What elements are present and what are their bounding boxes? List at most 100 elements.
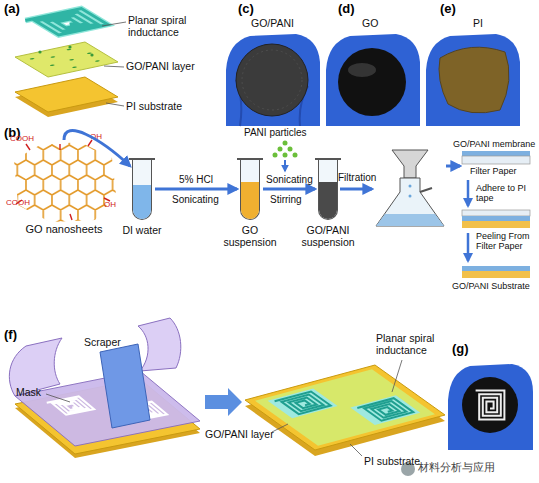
- tube-lip: [237, 158, 263, 160]
- panel-letter: (f): [4, 328, 17, 343]
- glove: [426, 34, 520, 126]
- glove: [226, 34, 320, 126]
- device-disk: [462, 377, 518, 433]
- pani-dot: [293, 153, 298, 158]
- pani-dot: [71, 66, 77, 68]
- pani-dot: [273, 153, 278, 158]
- go-pani-disk: [236, 44, 308, 116]
- spiral-track: [275, 392, 331, 416]
- cutout-track: [47, 396, 94, 415]
- layer-stacks: [462, 151, 530, 278]
- pani-dot: [49, 64, 55, 66]
- panel-letter: (c): [238, 2, 254, 17]
- step-arrow: [467, 233, 470, 261]
- go-pani-layer: [15, 42, 118, 77]
- panel-letter: (e): [440, 2, 456, 17]
- go-pani-film: [255, 369, 435, 446]
- annotation: Sonicating: [172, 194, 219, 206]
- mask-curl: [138, 318, 181, 371]
- pi-tape-layer: [462, 271, 530, 278]
- printed-spiral: [268, 389, 338, 419]
- flask-body: [376, 178, 444, 226]
- disk-texture: [242, 50, 302, 110]
- photo-bg: [426, 16, 520, 126]
- pani-particles: [273, 141, 298, 172]
- panel-letter: (g): [452, 342, 469, 357]
- side-arm: [420, 188, 432, 192]
- flow-arrow: [64, 131, 130, 166]
- annotation: OH: [104, 200, 116, 209]
- annotation: COOH: [6, 198, 30, 207]
- node-label: DI water: [109, 224, 175, 236]
- pani-dot: [90, 53, 93, 56]
- glove: [448, 364, 533, 450]
- panel-letter: (a): [4, 2, 20, 17]
- leader-line: [104, 66, 124, 67]
- drop: [409, 185, 412, 188]
- annotation: PI substrate: [126, 100, 182, 112]
- tube-lip: [129, 158, 155, 160]
- leader-line: [46, 394, 70, 402]
- pani-dot: [94, 60, 100, 62]
- spiral-pad: [268, 389, 338, 419]
- filter-paper-layer: [462, 156, 530, 164]
- annotation: GO/PANI: [251, 17, 294, 29]
- scraper: [100, 344, 150, 428]
- leader-line: [106, 103, 124, 106]
- nanosheet-group: GO nanosheets: [8, 140, 120, 236]
- flow-arrow: [263, 188, 315, 191]
- printed-plate: [245, 365, 445, 450]
- node-label: GO suspension: [217, 224, 283, 248]
- annotation: OH: [90, 132, 102, 141]
- photo-c: [226, 16, 320, 126]
- tube-liquid: [133, 185, 151, 219]
- oxygen-group: [16, 140, 110, 220]
- annotation: PI: [473, 17, 483, 29]
- mask-cutout: [47, 396, 94, 415]
- membrane-layer: [462, 216, 530, 221]
- spiral-track: [25, 8, 107, 36]
- drop: [409, 195, 412, 198]
- process-arrow: [446, 165, 460, 168]
- panel-a-art: [15, 8, 126, 117]
- pani-dot: [278, 147, 283, 152]
- panel-letter: (d): [338, 2, 355, 17]
- annotation: COOH: [10, 134, 34, 143]
- annotation: GO: [362, 17, 378, 29]
- annotation: Stirring: [270, 194, 302, 206]
- spiral-pad: [350, 395, 420, 425]
- photo-bg: [226, 16, 320, 126]
- leader-line: [272, 424, 288, 432]
- photo-g: [448, 358, 533, 450]
- test-tube: DI water: [132, 158, 152, 220]
- edge-label: Sonicating: [266, 174, 313, 186]
- tube-liquid: [241, 182, 259, 219]
- printed-spiral: [350, 395, 420, 425]
- glove: [326, 34, 420, 126]
- test-tube: GO suspension: [240, 158, 260, 220]
- pani-dot: [66, 48, 72, 50]
- pi-substrate: [15, 77, 118, 112]
- annotation: Mask: [16, 386, 41, 398]
- pani-dot: [29, 58, 35, 60]
- go-pani-plate: [15, 42, 118, 77]
- annotation: GO/PANI Substrate: [452, 281, 530, 291]
- photo-bg: [448, 358, 533, 450]
- process-arrow: [340, 188, 372, 191]
- device-spiral: [476, 391, 505, 420]
- test-tube: GO/PANI suspension: [318, 158, 338, 220]
- pani-dot: [68, 45, 71, 48]
- pani-dot: [38, 50, 41, 53]
- filter-paper-layer: [462, 210, 530, 216]
- flow-arrow: [155, 188, 237, 191]
- node-label: GO/PANI suspension: [295, 224, 361, 248]
- annotation: PI substrate: [364, 455, 420, 467]
- annotation: 材料分析与应用: [418, 461, 495, 474]
- tube-lip: [315, 158, 341, 160]
- annotation: Filter Paper: [470, 166, 517, 176]
- annotation: Filtration: [338, 172, 376, 184]
- photo-e: [426, 16, 520, 126]
- leader-line: [350, 444, 362, 456]
- annotation: Peeling From Filter Paper: [476, 231, 536, 252]
